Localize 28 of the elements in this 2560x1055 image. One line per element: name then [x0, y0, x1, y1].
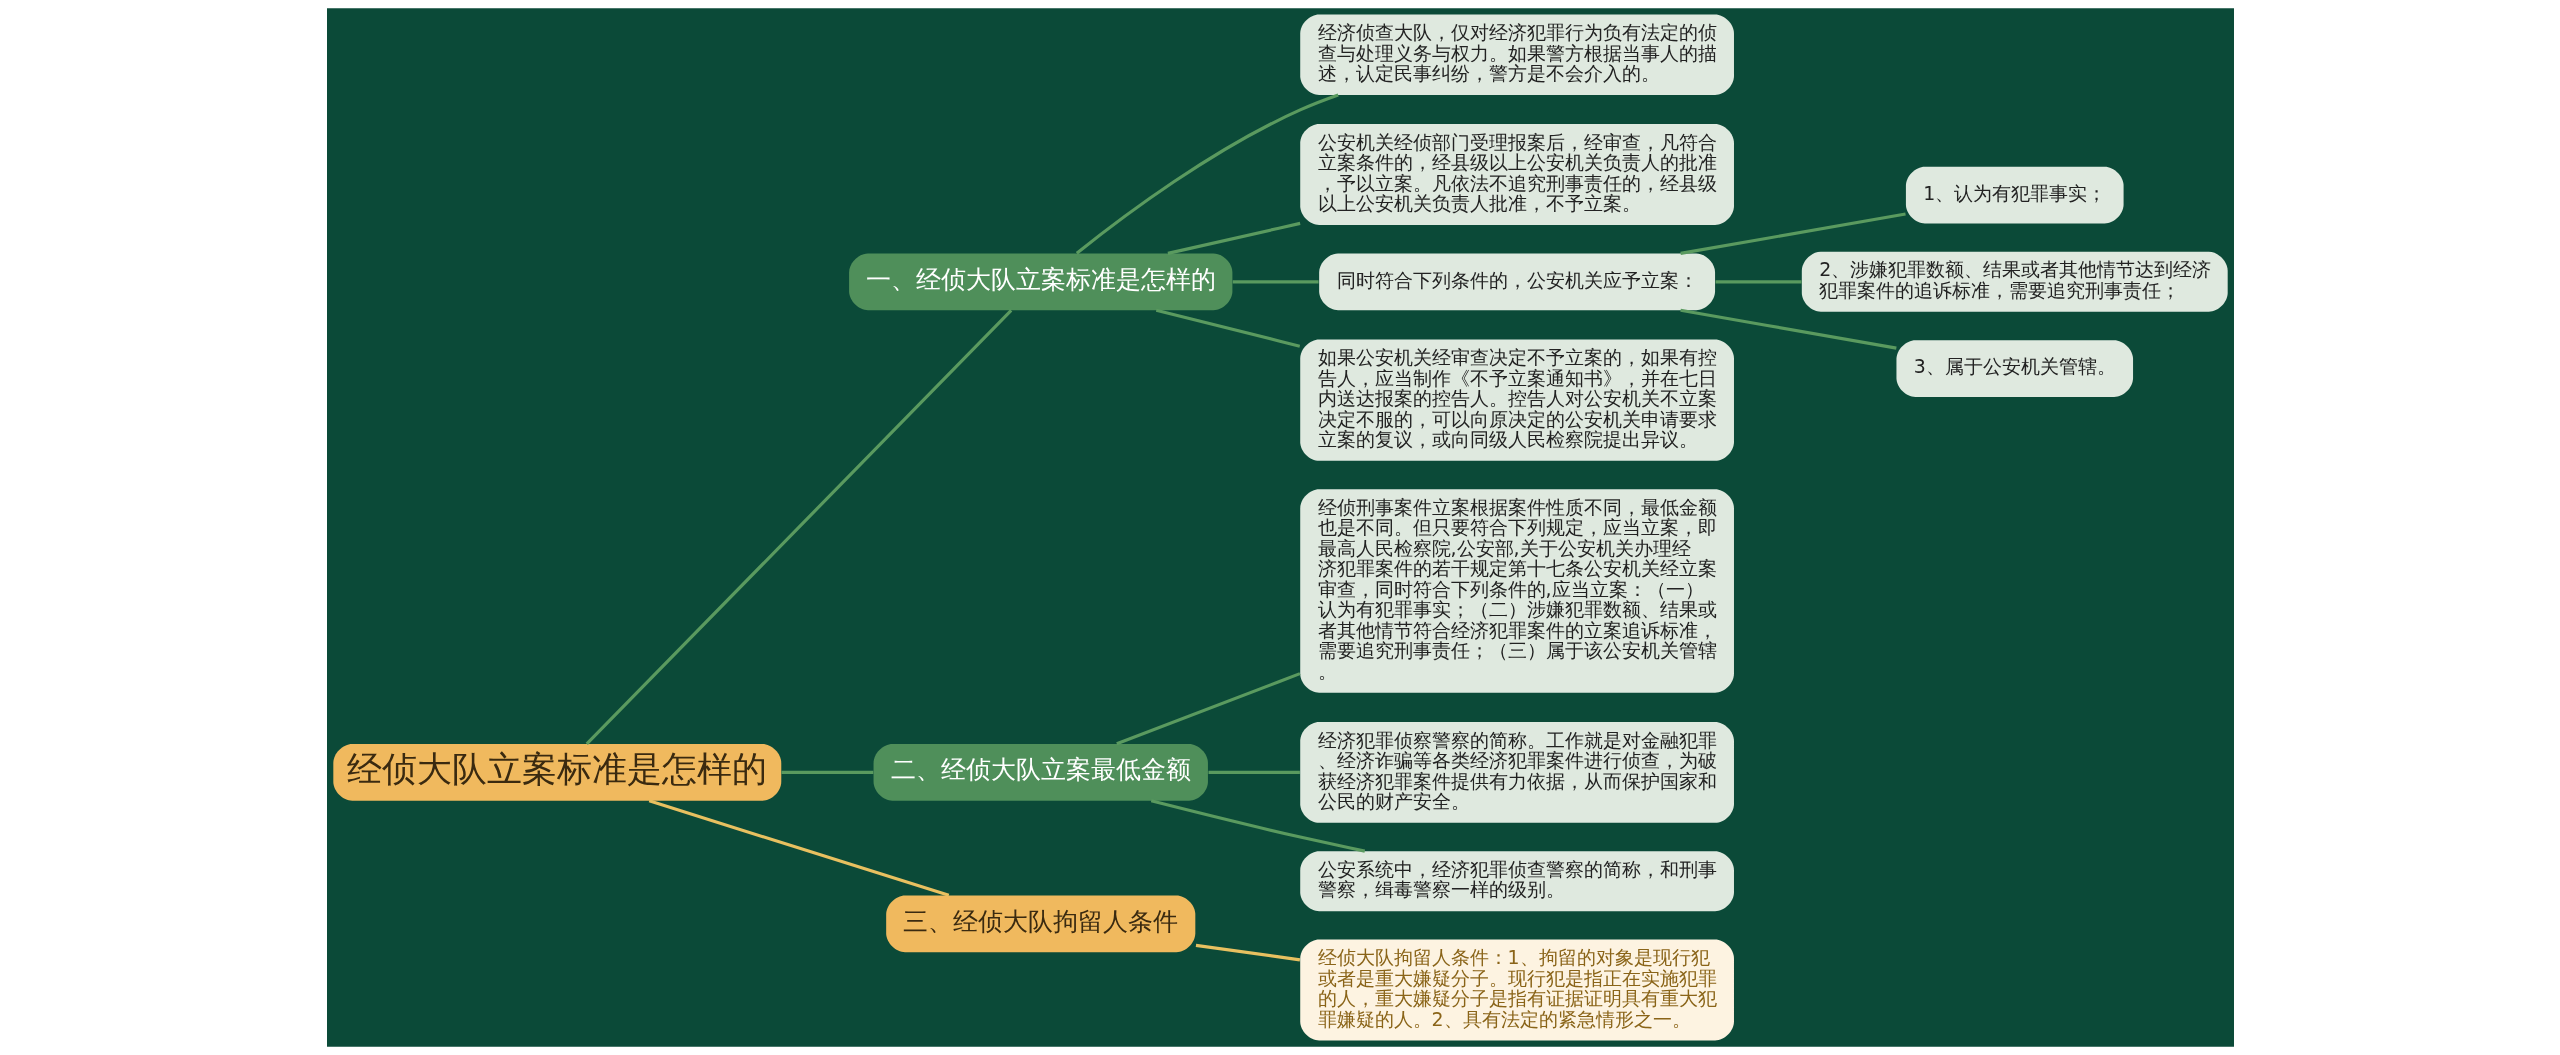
node-box: 如果公安机关经审查决定不予立案的，如果有控告人，应当制作《不予立案通知书》，并在七日内送达报案的控告人。控告人对公安机关不立案决定不服的，可以向原决定的公安机关申请要求立案的复议，或向同级人民检察院提出异议。 — [1299, 339, 1734, 461]
connector — [1155, 308, 1300, 348]
connector — [1075, 93, 1339, 255]
node-box: 3、属于公安机关管辖。 — [1895, 340, 2133, 397]
connector — [1679, 212, 1906, 255]
connector — [780, 770, 873, 774]
node-box: 1、认为有犯罪事实； — [1905, 166, 2124, 224]
node-box: 同时符合下列条件的，公安机关应予立案： — [1318, 253, 1715, 311]
node-box: 经济侦查大队，仅对经济犯罪行为负有法定的侦查与处理义务与权力。如果警方根据当事人的描述，认定民事纠纷，警方是不会介入的。 — [1299, 14, 1734, 95]
node-box: 公安机关经侦部门受理报案后，经审查，凡符合立案条件的，经县级以上公安机关负责人的批准，予以立案。凡依法不追究刑事责任的，经县级以上公安机关负责人批准，不予立案。 — [1299, 124, 1734, 226]
connector — [1195, 943, 1300, 962]
node-box: 经侦刑事案件立案根据案件性质不同，最低金额也是不同。但只要符合下列规定，应当立案，即最高人民检察院,公安部,关于公安机关办理经济犯罪案件的若干规定第十七条公安机关经立案审查，同时符合下列条件的,应当立案：（一）认为有犯罪事实；（二）涉嫌犯罪数额、结果或者其他情节符合经济犯罪案件的立案追诉标准，需要追究刑事责任；（三）属于该公安机关管辖。 — [1299, 489, 1734, 693]
connector — [648, 799, 949, 897]
node-box: 经济犯罪侦察警察的简称。工作就是对金融犯罪、经济诈骗等各类经济犯罪案件进行侦查，为破获经济犯罪案件提供有力依据，从而保护国家和公民的财产安全。 — [1299, 721, 1734, 823]
connector — [1715, 280, 1802, 284]
node-box: 公安系统中，经济犯罪侦查警察的简称，和刑事警察，缉毒警察一样的级别。 — [1299, 851, 1734, 912]
connector — [1208, 770, 1300, 774]
connector — [1679, 308, 1897, 350]
connector — [1115, 672, 1300, 746]
connector — [1232, 280, 1319, 284]
node-box: 三、经侦大队拘留人条件 — [885, 895, 1195, 953]
node-box: 经侦大队立案标准是怎样的 — [332, 744, 781, 801]
node-box: 二、经侦大队立案最低金额 — [873, 744, 1208, 801]
node-box: 一、经侦大队立案标准是怎样的 — [848, 253, 1232, 311]
node-box: 2、涉嫌犯罪数额、结果或者其他情节达到经济犯罪案件的追诉标准，需要追究刑事责任； — [1801, 251, 2228, 312]
connector — [1167, 221, 1300, 255]
connector — [585, 309, 1012, 745]
node-box: 经侦大队拘留人条件：1、拘留的对象是现行犯或者是重大嫌疑分子。现行犯是指正在实施犯罪的人，重大嫌疑分子是指有证据证明具有重大犯罪嫌疑的人。2、具有法定的紧急情形之一。 — [1299, 939, 1734, 1041]
